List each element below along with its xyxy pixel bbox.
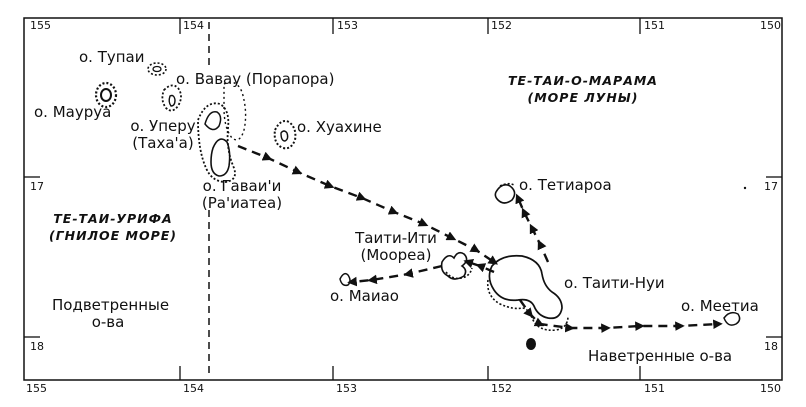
lon-top-152: 152 [491, 19, 512, 32]
lon-bottom-151: 151 [644, 382, 665, 395]
label-maiao: о. Маиао [330, 287, 399, 305]
label-windward-islands: Наветренные о-ва [588, 347, 733, 365]
island-maiao [339, 272, 351, 287]
label-tetiaroa: о. Тетиароа [519, 176, 612, 194]
lon-top-153: 153 [337, 19, 358, 32]
sea-label-east: ТЕ-ТАИ-О-МАРАМА (МОРЕ ЛУНЫ) [498, 72, 668, 106]
label-taiti-iti-name: Таити-Ити [355, 229, 437, 247]
label-taiti-nui: о. Таити-Нуи [564, 274, 665, 292]
route-tahiti-moorea [463, 258, 495, 274]
label-gavaii: о. Гаваи'и (Ра'иатеа) [196, 178, 288, 212]
lat-left-17: 17 [30, 180, 44, 193]
route-tahiti-meetia [519, 299, 723, 333]
sea-label-west-name: ТЕ-ТАИ-УРИФА [53, 211, 173, 226]
sea-label-east-name: ТЕ-ТАИ-О-МАРАМА [508, 73, 658, 88]
label-uperu-alt: (Таха'а) [132, 134, 194, 152]
label-gavaii-alt: (Ра'иатеа) [201, 194, 283, 212]
lon-bottom-150: 150 [760, 382, 781, 395]
lon-top-150: 150 [760, 19, 781, 32]
sea-label-west: ТЕ-ТАИ-УРИФА (ГНИЛОЕ МОРЕ) [38, 210, 188, 244]
lat-right-17: 17 [764, 180, 778, 193]
sea-label-west-translation: (ГНИЛОЕ МОРЕ) [49, 228, 177, 243]
bottom-graticule-ticks [179, 366, 641, 380]
island-meetia [723, 311, 741, 326]
lon-bottom-154: 154 [183, 382, 204, 395]
label-vavau: о. Вавау (Порапора) [176, 70, 335, 88]
route-moorea-maiao [347, 264, 443, 287]
label-tupai: о. Тупаи [79, 48, 145, 66]
label-meetia: о. Меетиа [681, 297, 759, 315]
lon-bottom-152: 152 [491, 382, 512, 395]
island-vavau [161, 84, 182, 112]
island-huahine [273, 120, 297, 150]
islet-mehetia-rock [526, 338, 536, 350]
island-tupai [147, 62, 167, 76]
reef-vavau-dotted [223, 81, 247, 141]
side-graticule-ticks [24, 176, 782, 338]
island-uperu-reef [197, 102, 236, 183]
island-tetiaroa [494, 182, 516, 204]
lon-top-155: 155 [30, 19, 51, 32]
label-uperu: о. Уперу (Таха'а) [120, 118, 206, 152]
top-graticule-ticks [179, 18, 641, 34]
label-leeward-line2: о-ва [91, 313, 125, 331]
label-maurua: о. Мауруа [34, 103, 112, 121]
lat-left-18: 18 [30, 340, 44, 353]
island-maurua [94, 81, 118, 109]
label-taiti-iti-alt: (Моореа) [360, 246, 432, 264]
label-huahine: о. Хуахине [297, 118, 382, 136]
map-border [23, 17, 783, 381]
lon-top-154: 154 [183, 19, 204, 32]
lon-bottom-155: 155 [26, 382, 47, 395]
lon-top-151: 151 [644, 19, 665, 32]
island-gavaii [210, 138, 231, 177]
sea-label-east-translation: (МОРЕ ЛУНЫ) [527, 90, 639, 105]
label-leeward-islands: Подветренные о-ва [52, 296, 170, 331]
label-uperu-name: о. Уперу [130, 117, 196, 135]
island-taiti-nui [486, 254, 569, 332]
route-tahiti-tetiaroa [515, 193, 550, 263]
label-taiti-iti: Таити-Ити (Моореа) [344, 230, 448, 264]
label-leeward-line1: Подветренные [52, 296, 170, 314]
lon-bottom-153: 153 [336, 382, 357, 395]
lat-right-18: 18 [764, 340, 778, 353]
label-gavaii-name: о. Гаваи'и [202, 177, 282, 195]
route-raiatea-tahiti [237, 144, 498, 265]
map-dot [743, 186, 747, 190]
